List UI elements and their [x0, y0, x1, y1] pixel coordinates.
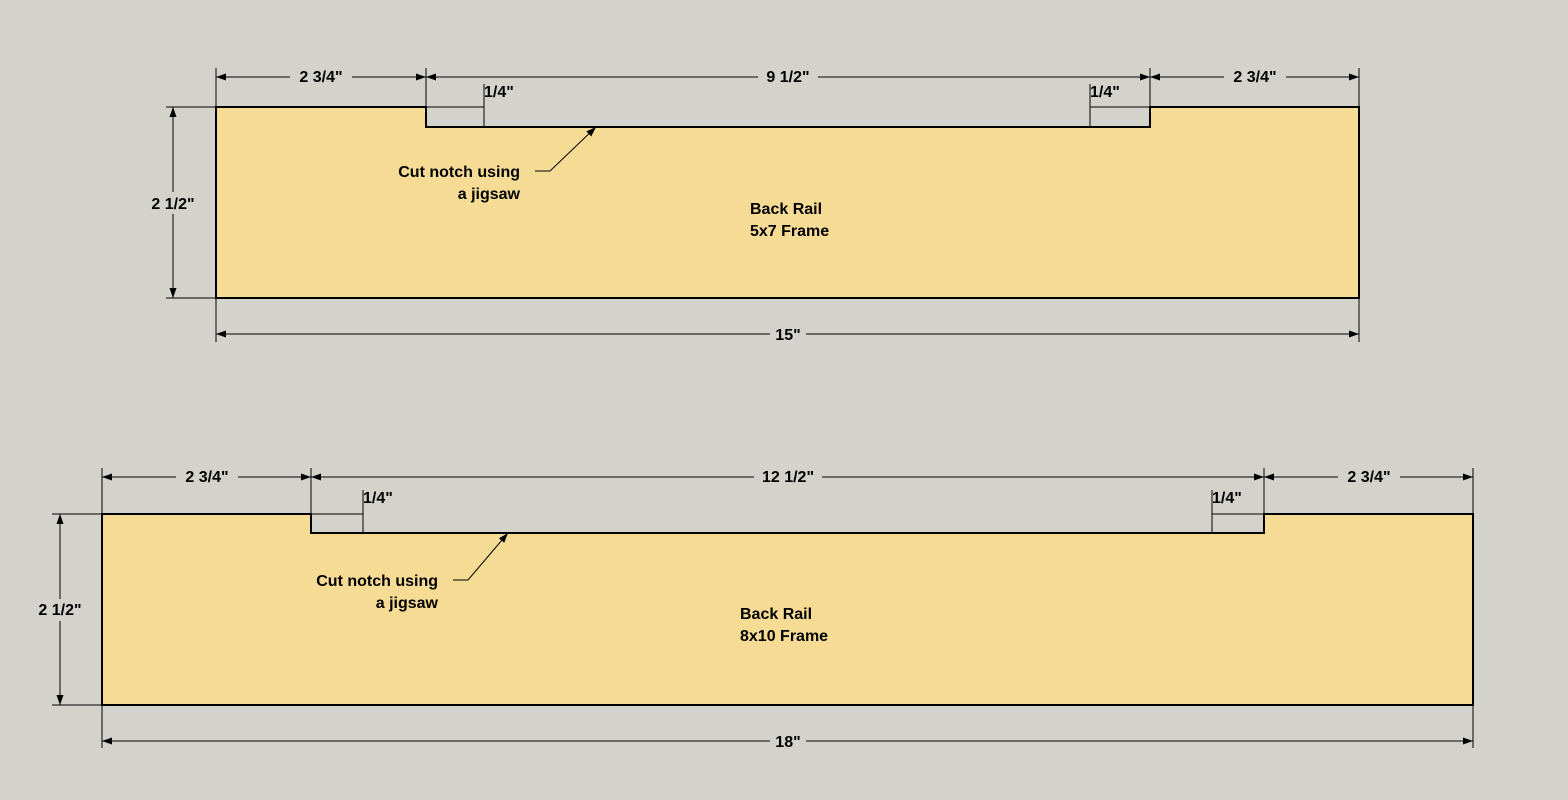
rail-8x10-notch-depth-left-label: 1/4" — [363, 490, 393, 507]
rail-8x10-notch-depth-right: 1/4" — [1211, 490, 1264, 533]
rail-5x7-note-line1: Cut notch using — [398, 164, 520, 181]
rail-5x7-note-line2: a jigsaw — [458, 186, 521, 203]
rail-8x10-notch-depth-left: 1/4" — [311, 490, 393, 533]
rail-5x7: 2 3/4" 9 1/2" 2 3/4" 1/4" 1/4" 2 1/2" 15… — [146, 66, 1360, 344]
rail-5x7-notch-depth-left-label: 1/4" — [484, 84, 514, 101]
rail-5x7-notch-depth-right-label: 1/4" — [1090, 84, 1120, 101]
rail-8x10-notch-length-label: 12 1/2" — [762, 469, 814, 486]
rail-8x10-notch-depth-right-label: 1/4" — [1212, 490, 1242, 507]
rail-5x7-total-length-label: 15" — [775, 327, 800, 344]
rail-8x10-total-length-label: 18" — [775, 734, 800, 751]
rail-8x10-note-leader — [453, 532, 509, 581]
rail-5x7-name-line2: 5x7 Frame — [750, 223, 829, 240]
rail-5x7-notch-depth-left: 1/4" — [426, 84, 514, 127]
rail-5x7-notch-length-label: 9 1/2" — [766, 69, 809, 86]
rail-8x10-name-line2: 8x10 Frame — [740, 628, 828, 645]
rail-5x7-note-leader — [535, 126, 597, 172]
rail-8x10-name-line1: Back Rail — [740, 606, 812, 623]
rail-5x7-right-segment-label: 2 3/4" — [1233, 69, 1276, 86]
rail-5x7-height-label: 2 1/2" — [151, 196, 194, 213]
rail-8x10-height-label: 2 1/2" — [38, 602, 81, 619]
rail-5x7-name-line1: Back Rail — [750, 201, 822, 218]
rail-8x10: 2 3/4" 12 1/2" 2 3/4" 1/4" 1/4" 2 1/2" 1… — [33, 466, 1474, 751]
rail-5x7-notch-depth-right: 1/4" — [1089, 84, 1150, 127]
rail-8x10-left-segment-label: 2 3/4" — [185, 469, 228, 486]
rail-8x10-note-line1: Cut notch using — [316, 573, 438, 590]
rail-8x10-right-segment-label: 2 3/4" — [1347, 469, 1390, 486]
rail-8x10-note-line2: a jigsaw — [376, 595, 439, 612]
rail-5x7-left-segment-label: 2 3/4" — [299, 69, 342, 86]
